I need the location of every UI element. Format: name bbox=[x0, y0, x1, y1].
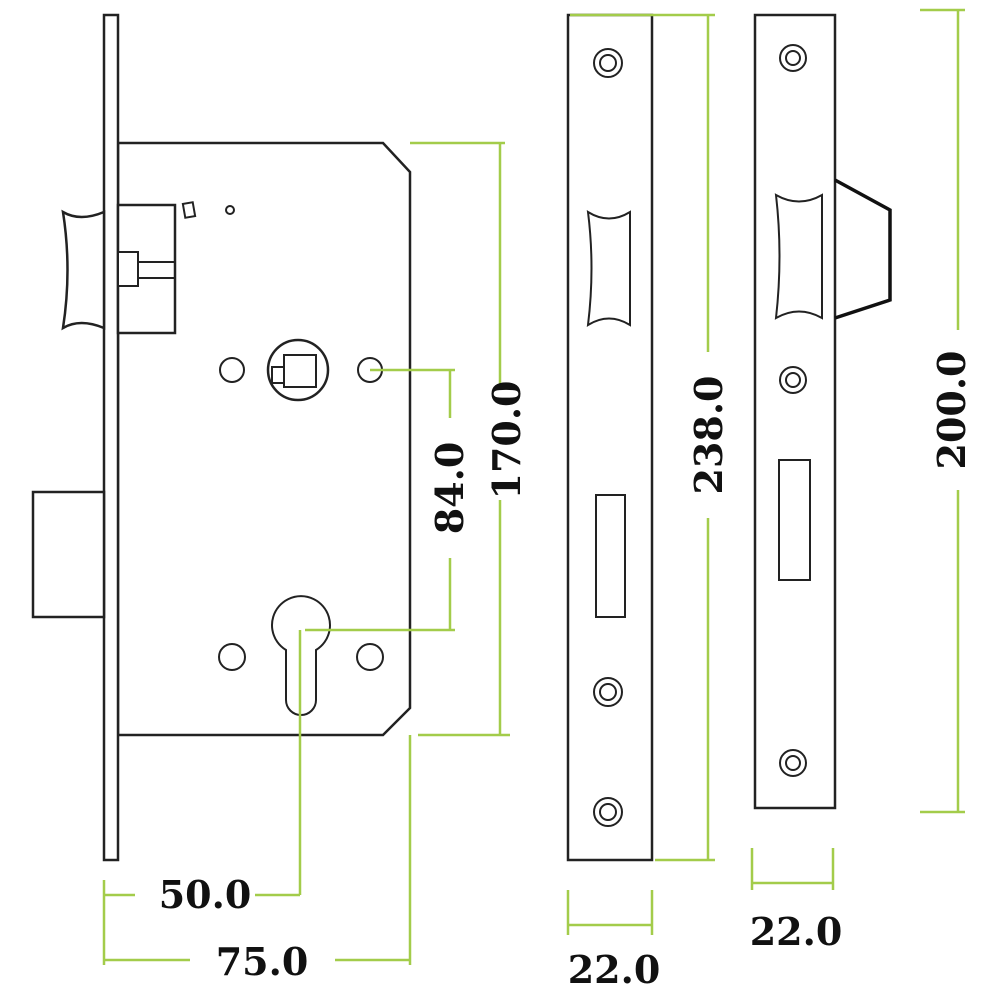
fixing-hole bbox=[356, 643, 384, 671]
forend-plate bbox=[566, 13, 654, 862]
label-forend-238: 238.0 bbox=[686, 376, 731, 495]
label-centres-84: 84.0 bbox=[427, 442, 472, 535]
label-strike-200: 200.0 bbox=[929, 351, 974, 470]
lock-case bbox=[31, 13, 412, 862]
faceplate bbox=[102, 13, 120, 862]
label-forend-width: 22.0 bbox=[568, 947, 661, 992]
deadbolt bbox=[31, 490, 106, 619]
label-case-170: 170.0 bbox=[484, 381, 529, 500]
label-backset-75: 75.0 bbox=[216, 939, 309, 984]
label-strike-width: 22.0 bbox=[750, 909, 843, 954]
fixing-hole bbox=[219, 357, 245, 383]
strike-plate bbox=[753, 13, 892, 810]
label-backset-50: 50.0 bbox=[159, 872, 252, 917]
fixing-hole bbox=[218, 643, 246, 671]
latch-bolt bbox=[61, 209, 106, 331]
dimension-lines bbox=[102, 8, 965, 965]
